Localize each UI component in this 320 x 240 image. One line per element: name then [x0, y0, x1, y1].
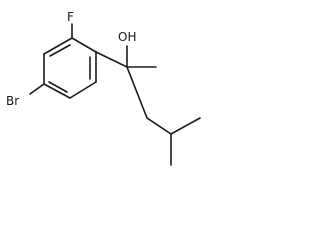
bromine-label: Br [6, 94, 19, 108]
molecule-structure-diagram: F Br OH [6, 10, 201, 166]
bond-ch2-ch [146, 117, 172, 135]
ring-double-bond-inner-3 [49, 44, 71, 57]
bond-ring-bromine [29, 83, 45, 95]
ring-bond-c1-c2 [71, 37, 97, 53]
ring-bond-c3-c4 [69, 81, 97, 99]
ring-bond-c4-c5 [43, 83, 71, 99]
ring-bond-c6-c1 [43, 37, 73, 55]
hydroxyl-label: OH [118, 30, 136, 44]
fluorine-label: F [67, 10, 74, 24]
bond-ch-methyl-up [170, 117, 201, 135]
bond-carbon-ch2 [126, 66, 148, 119]
benzene-ring [43, 37, 97, 99]
bond-ring-quaternary-carbon [95, 51, 128, 68]
ring-double-bond-inner-2 [48, 81, 68, 93]
